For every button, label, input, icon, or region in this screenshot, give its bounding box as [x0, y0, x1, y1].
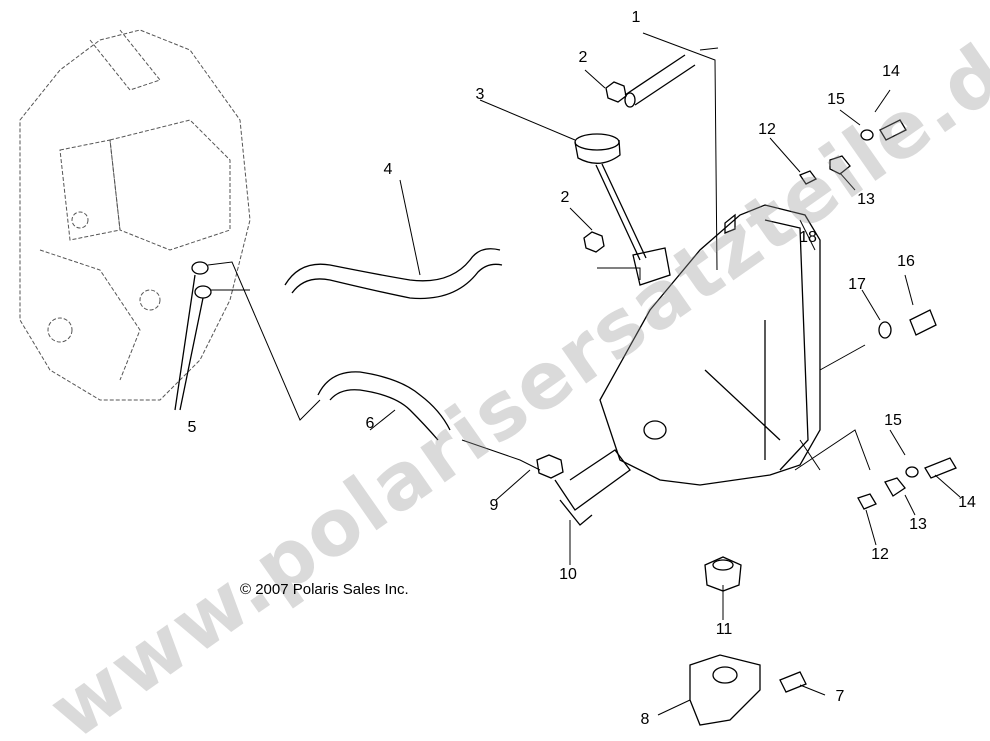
part-1-hose	[624, 54, 696, 108]
part-10-fitting	[554, 449, 631, 526]
callout-15: 15	[827, 91, 845, 108]
callout-14: 14	[882, 63, 900, 80]
part-2-clamp	[605, 81, 627, 103]
callout-17: 17	[848, 276, 866, 293]
part-18-oil-tank	[599, 204, 821, 486]
callout-10: 10	[559, 566, 577, 583]
part-7-bolt	[779, 671, 807, 693]
part-4-hose	[284, 248, 503, 300]
parts-16-17	[878, 309, 937, 339]
callout-3: 3	[475, 86, 485, 103]
part-9-clamp	[536, 454, 564, 479]
callout-15b: 15	[884, 412, 902, 429]
callout-7: 7	[835, 688, 845, 705]
part-8-bracket	[689, 654, 761, 726]
callout-2b: 2	[560, 189, 570, 206]
parts-12-15-upper	[799, 119, 907, 185]
copyright-notice: © 2007 Polaris Sales Inc.	[240, 581, 409, 598]
callout-11: 11	[715, 621, 733, 638]
part-2b-clamp	[583, 231, 605, 253]
callout-8: 8	[640, 711, 650, 728]
callout-16: 16	[897, 253, 915, 270]
part-6-hose	[317, 371, 451, 441]
part-5-clamps	[174, 261, 212, 411]
callout-12b: 12	[871, 546, 889, 563]
callout-1: 1	[631, 9, 641, 26]
parts-12-15-lower	[857, 457, 957, 510]
callout-12: 12	[758, 121, 776, 138]
callout-14b: 14	[958, 494, 976, 511]
callout-6: 6	[365, 415, 375, 432]
callout-2: 2	[578, 49, 588, 66]
callout-4: 4	[383, 161, 393, 178]
callout-5: 5	[187, 419, 197, 436]
callout-13b: 13	[909, 516, 927, 533]
part-11-grommet	[704, 556, 742, 592]
leader-lines	[207, 32, 961, 716]
callout-13: 13	[857, 191, 875, 208]
callout-18: 18	[799, 229, 817, 246]
callout-9: 9	[489, 497, 499, 514]
engine-outline	[19, 29, 251, 401]
part-3-dipstick	[574, 133, 671, 286]
